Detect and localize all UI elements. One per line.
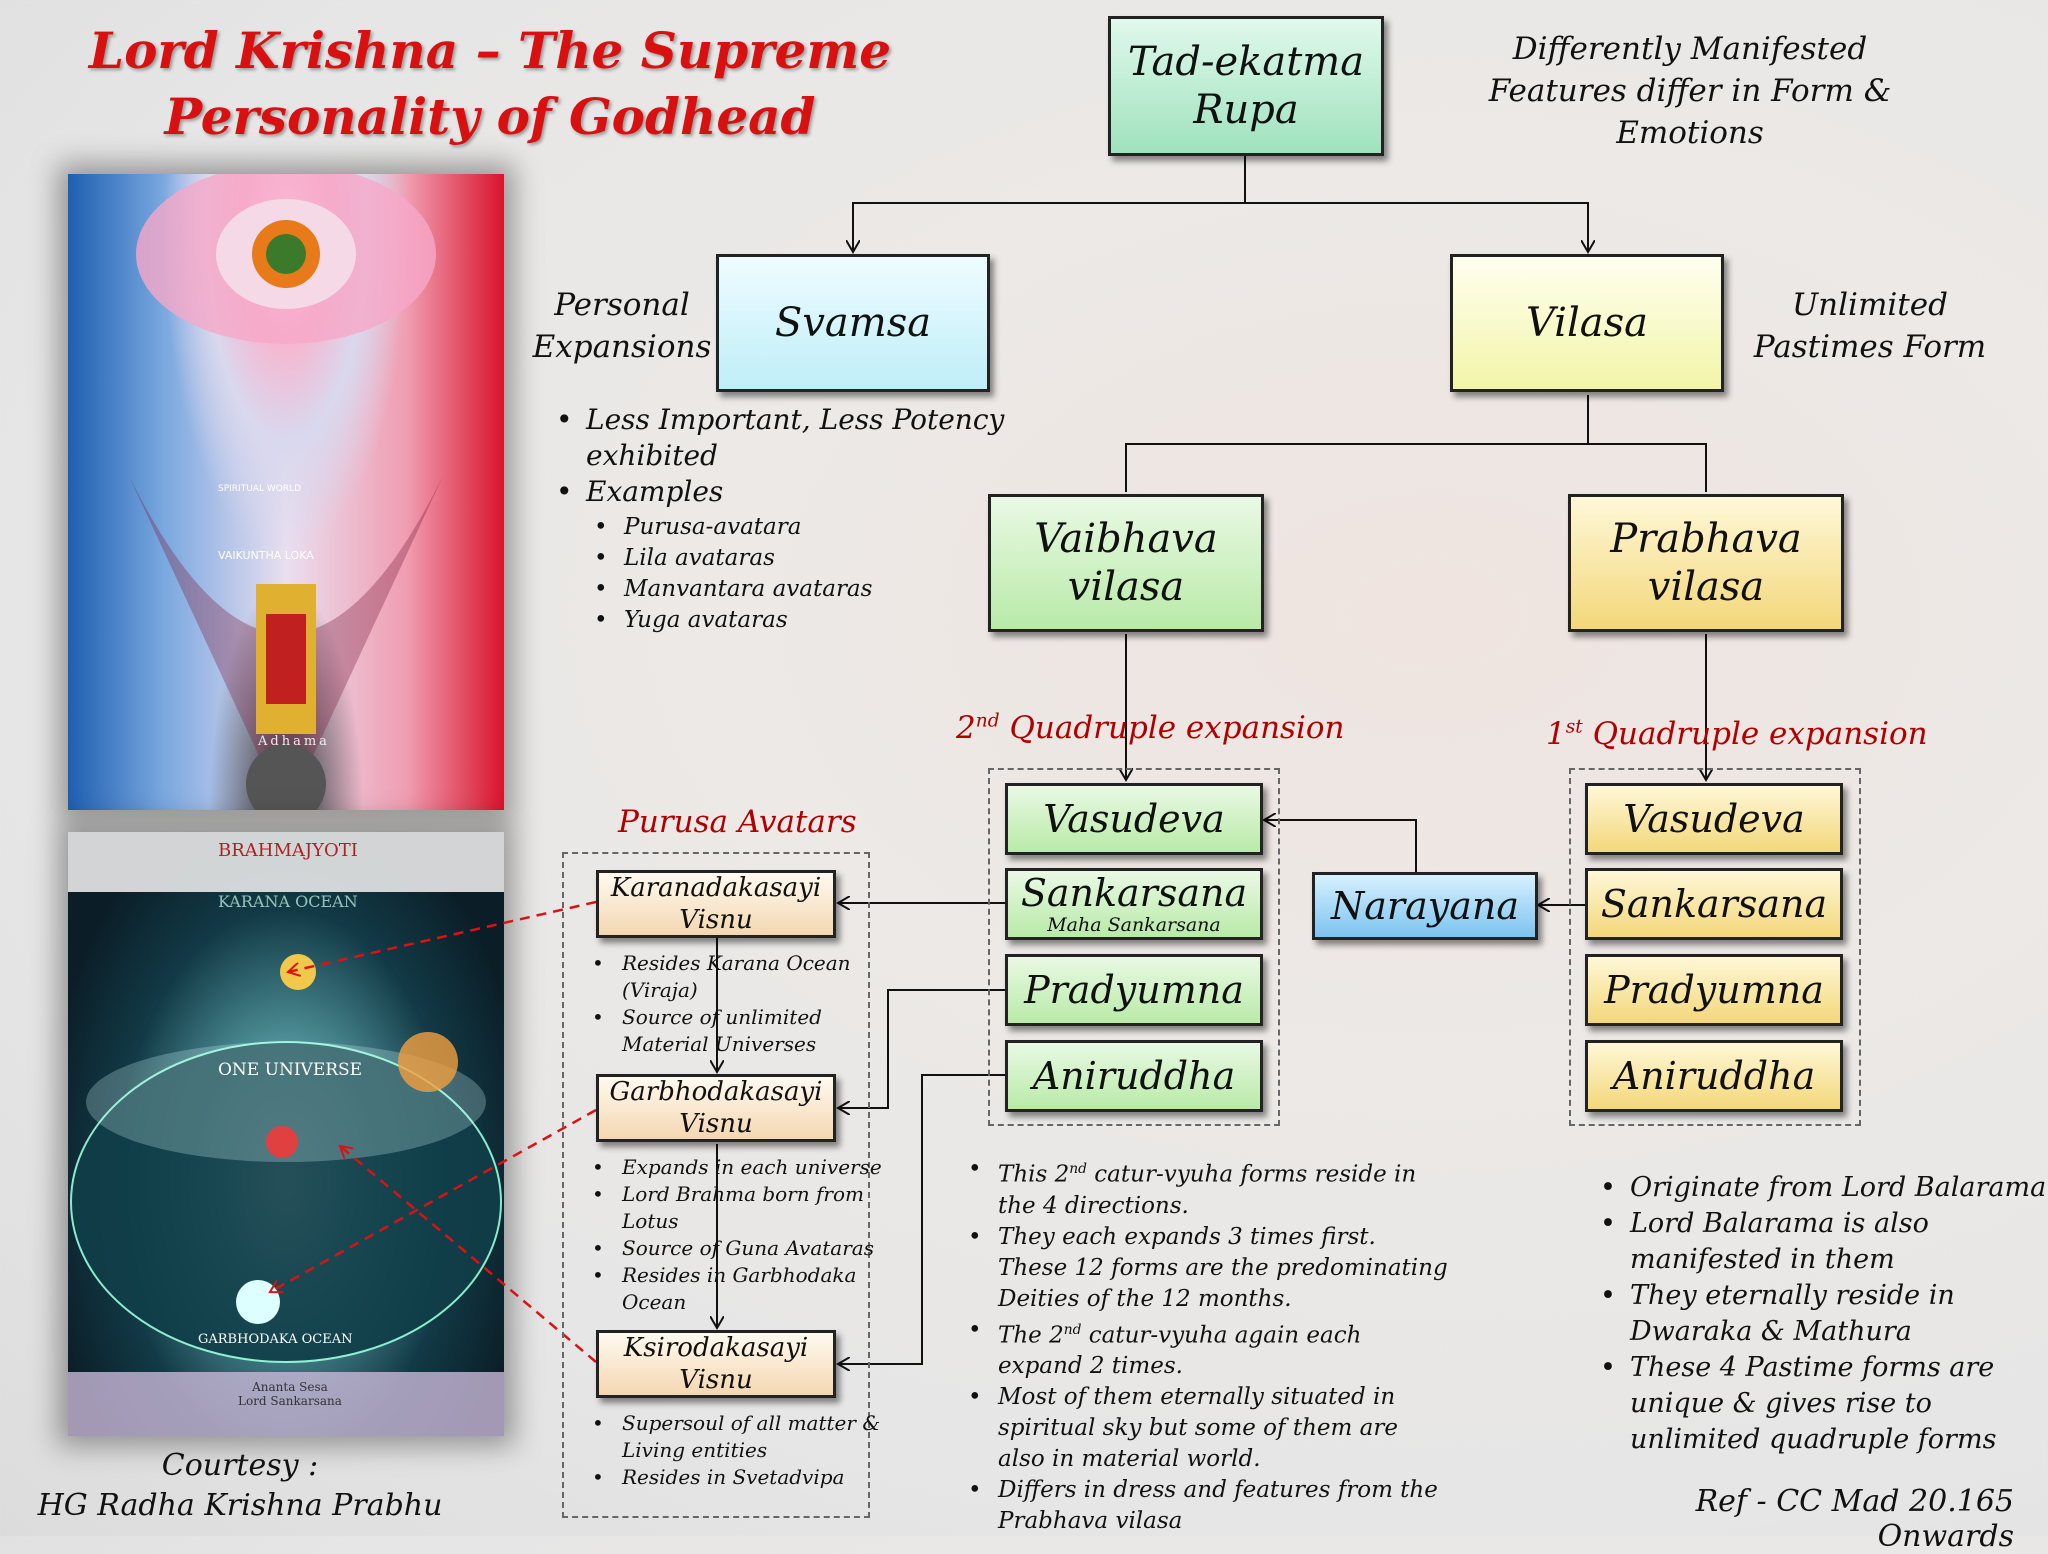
list-item: Examples Purusa-avatara Lila avataras Ma… — [556, 474, 1026, 636]
karana-bullets: Resides Karana Ocean (Viraja) Source of … — [584, 950, 912, 1058]
ananta-label: Ananta Sesa Lord Sankarsana — [238, 1380, 342, 1408]
prabhava-vilasa-node: Prabhava vilasa — [1568, 494, 1844, 632]
garbha-bullets: Expands in each universe Lord Brahma bor… — [584, 1154, 912, 1316]
list-item: Lord Brahma born from Lotus — [592, 1181, 912, 1235]
unlimited-pastimes-note: Unlimited Pastimes Form — [1753, 287, 1987, 365]
second-sankarsana-node: Sankarsana Maha Sankarsana — [1005, 868, 1263, 940]
ksiro-bullets: Supersoul of all matter & Living entitie… — [584, 1410, 912, 1491]
first-quadruple-label: 1st Quadruple expansion — [1546, 716, 1928, 752]
list-item: Yuga avataras — [594, 605, 1026, 636]
first-vasudeva-node: Vasudeva — [1585, 783, 1843, 855]
spiritual-world-image: SPIRITUAL WORLD VAIKUNTHA LOKA Adhama — [68, 174, 504, 810]
list-item: Resides in Garbhodaka Ocean — [592, 1262, 912, 1316]
title-line-2: Personality of Godhead — [164, 87, 816, 146]
list-item: Source of unlimited Material Universes — [592, 1004, 912, 1058]
second-vasudeva-node: Vasudeva — [1005, 783, 1263, 855]
purusa-avatars-label: Purusa Avatars — [618, 804, 857, 840]
image-label: VAIKUNTHA LOKA — [218, 549, 314, 562]
garbhodakasayi-visnu-node: Garbhodakasayi Visnu — [596, 1074, 836, 1142]
page-title: Lord Krishna – The Supreme Personality o… — [80, 18, 900, 150]
list-item: Lord Balarama is also manifested in them — [1600, 1206, 2048, 1278]
tad-ekatma-rupa-node: Tad-ekatma Rupa — [1108, 16, 1384, 156]
list-item: Manvantara avataras — [594, 574, 1026, 605]
karanadakasayi-visnu-node: Karanadakasayi Visnu — [596, 870, 836, 938]
list-item: Expands in each universe — [592, 1154, 912, 1181]
image-label: SPIRITUAL WORLD — [218, 484, 301, 494]
list-item: Source of Guna Avataras — [592, 1235, 912, 1262]
maha-sankarsana-label: Maha Sankarsana — [1047, 914, 1221, 936]
examples-list: Purusa-avatara Lila avataras Manvantara … — [586, 512, 1026, 636]
image-label: KARANA OCEAN — [218, 892, 358, 911]
list-item: They eternally reside in Dwaraka & Mathu… — [1600, 1278, 2048, 1350]
list-item: These 4 Pastime forms are unique & gives… — [1600, 1350, 2048, 1458]
list-item: Resides Karana Ocean (Viraja) — [592, 950, 912, 1004]
image-label: ONE UNIVERSE — [218, 1060, 363, 1080]
image-label: Adhama — [258, 734, 330, 749]
universe-illustration — [68, 832, 504, 1436]
ksirodakasayi-visnu-node: Ksirodakasayi Visnu — [596, 1330, 836, 1398]
first-sankarsana-node: Sankarsana — [1585, 868, 1843, 940]
personal-expansions-note: Personal Expansions — [532, 287, 712, 365]
second-quadruple-bullets: This 2nd catur-vyuha forms reside in the… — [960, 1154, 1448, 1537]
narayana-node: Narayana — [1312, 872, 1538, 940]
image-label: BRAHMAJYOTI — [218, 840, 358, 861]
list-item: Resides in Svetadvipa — [592, 1464, 912, 1491]
vaibhava-vilasa-node: Vaibhava vilasa — [988, 494, 1264, 632]
svamsa-bullets: Less Important, Less Potency exhibited E… — [548, 402, 1026, 636]
title-line-1: Lord Krishna – The Supreme — [88, 21, 892, 80]
list-item: They each expands 3 times first. These 1… — [968, 1222, 1448, 1315]
second-aniruddha-node: Aniruddha — [1005, 1040, 1263, 1112]
differently-manifested-note: Differently Manifested Features differ i… — [1488, 31, 1892, 151]
list-item: Originate from Lord Balarama — [1600, 1170, 2048, 1206]
list-item: This 2nd catur-vyuha forms reside in the… — [968, 1154, 1448, 1222]
courtesy: Courtesy : HG Radha Krishna Prabhu — [37, 1448, 443, 1523]
lotus-illustration — [128, 174, 444, 810]
list-item: Supersoul of all matter & Living entitie… — [592, 1410, 912, 1464]
second-quadruple-label: 2nd Quadruple expansion — [956, 710, 1345, 746]
list-item: Differs in dress and features from the P… — [968, 1475, 1448, 1537]
list-item: Less Important, Less Potency exhibited — [556, 402, 1026, 474]
first-quadruple-bullets: Originate from Lord Balarama Lord Balara… — [1592, 1170, 2048, 1458]
list-item: Lila avataras — [594, 543, 1026, 574]
first-aniruddha-node: Aniruddha — [1585, 1040, 1843, 1112]
material-universe-image: BRAHMAJYOTI KARANA OCEAN ONE UNIVERSE GA… — [68, 832, 504, 1436]
list-item: Most of them eternally situated in spiri… — [968, 1382, 1448, 1475]
svamsa-node: Svamsa — [716, 254, 990, 392]
reference-note: Ref - CC Mad 20.165 Onwards — [1695, 1484, 2014, 1554]
vilasa-node: Vilasa — [1450, 254, 1724, 392]
second-pradyumna-node: Pradyumna — [1005, 954, 1263, 1026]
list-item: Purusa-avatara — [594, 512, 1026, 543]
second-quadruple-group — [988, 768, 1280, 1126]
list-item: The 2nd catur-vyuha again each expand 2 … — [968, 1315, 1448, 1383]
first-pradyumna-node: Pradyumna — [1585, 954, 1843, 1026]
first-quadruple-group — [1569, 768, 1861, 1126]
image-label: GARBHODAKA OCEAN — [198, 1332, 353, 1347]
